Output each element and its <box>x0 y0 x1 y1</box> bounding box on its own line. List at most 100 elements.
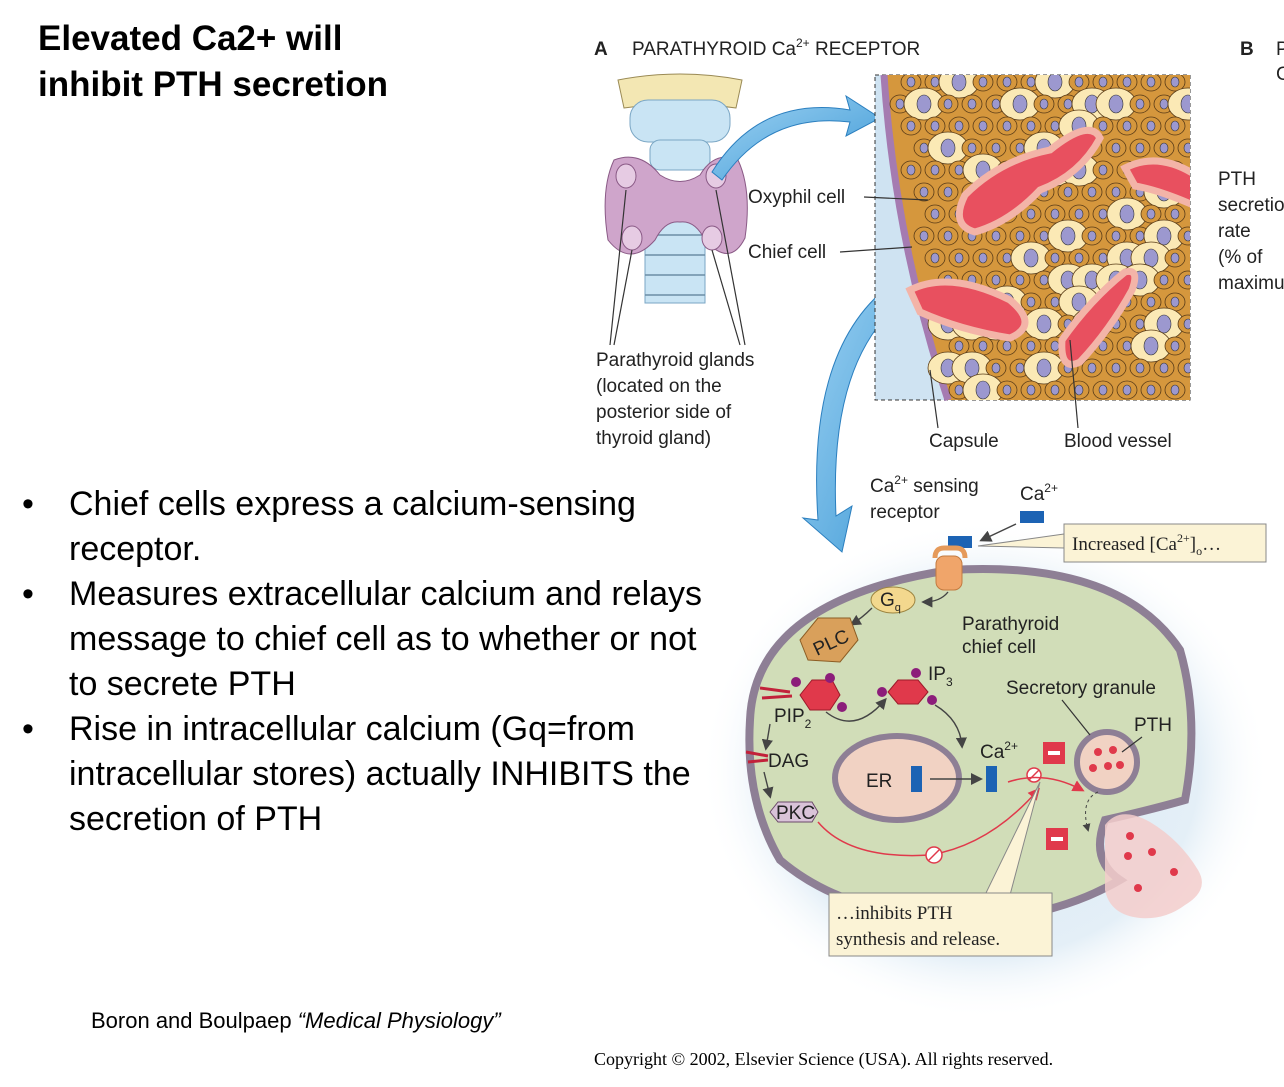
svg-text:…inhibits PTH: …inhibits PTH <box>836 903 953 924</box>
callout-increased-ca: Increased [Ca2+]o… <box>977 523 1267 563</box>
svg-text:Parathyroid glands: Parathyroid glands <box>596 350 754 371</box>
cell-nucleus <box>991 142 1001 154</box>
plc-enzyme: PLC <box>799 617 859 663</box>
cell-nucleus <box>991 230 1001 242</box>
cell-nucleus <box>1135 98 1145 110</box>
cell-nucleus <box>954 120 964 132</box>
cell-nucleus <box>895 98 905 110</box>
cell-nucleus <box>1039 274 1049 286</box>
cell-nucleus <box>1050 384 1060 396</box>
cell-nucleus <box>906 164 916 176</box>
cell-nucleus <box>1050 252 1060 264</box>
svg-text:synthesis and release.: synthesis and release. <box>836 929 1000 950</box>
signal-arrow <box>762 771 774 799</box>
cell-nucleus <box>1159 142 1169 154</box>
exocytosis-release <box>1105 814 1202 919</box>
signal-arrow <box>934 704 967 749</box>
svg-text:thyroid gland): thyroid gland) <box>596 428 711 449</box>
parathyroid-glands-label: Parathyroid glands (located on the poste… <box>596 350 754 449</box>
cell-nucleus <box>1002 252 1012 264</box>
receptor-label: receptor <box>870 502 940 523</box>
slide-title: Elevated Ca2+ will inhibit PTH secretion <box>38 16 388 108</box>
cell-nucleus <box>1146 208 1156 220</box>
cell-nucleus <box>1135 142 1145 154</box>
er-label: ER <box>866 771 892 792</box>
cell-nucleus <box>1122 76 1132 88</box>
cell-nucleus <box>951 75 967 92</box>
cell-nucleus <box>1050 120 1060 132</box>
bullet-dot: • <box>22 575 34 613</box>
ca-ion-icon <box>986 766 997 792</box>
extracellular-ca-label: Ca2+ <box>1020 481 1058 505</box>
cell-nucleus <box>1071 292 1087 312</box>
cell-nucleus <box>1050 208 1060 220</box>
cell-nucleus <box>1183 230 1190 242</box>
cell-nucleus <box>906 120 916 132</box>
cell-nucleus <box>1087 362 1097 374</box>
parathyroid-gland <box>701 225 723 251</box>
pip2-label: PIP2 <box>774 706 812 731</box>
svg-text:Gq: Gq <box>880 590 901 614</box>
cell-nucleus <box>1047 75 1063 92</box>
cell-nucleus <box>1143 336 1159 356</box>
cell-nucleus <box>916 94 932 114</box>
slide-title-line-1: Elevated Ca2+ will <box>38 19 343 58</box>
panel-b-cut-text-1: P <box>1276 39 1284 60</box>
citation-authors: Boron and Boulpaep <box>91 1008 298 1033</box>
ip3-label: IP3 <box>928 664 953 689</box>
cell-nucleus <box>930 208 940 220</box>
cell-nucleus <box>1026 296 1036 308</box>
cell-nucleus <box>1063 98 1073 110</box>
ip3-molecule <box>877 668 937 705</box>
chief-cell-label: Chief cell <box>748 242 826 263</box>
cell-nucleus <box>919 142 929 154</box>
cell-nucleus <box>1074 76 1084 88</box>
cell-nucleus <box>1015 274 1025 286</box>
cell-nucleus <box>1002 384 1012 396</box>
blood-vessel <box>1120 157 1190 208</box>
cell-nucleus <box>1135 318 1145 330</box>
cell-nucleus <box>1111 142 1121 154</box>
cell-nucleus <box>1146 120 1156 132</box>
cell-nucleus <box>967 98 977 110</box>
bullet-text: Chief cells express a calcium-sensing re… <box>69 485 636 568</box>
ca-sensing-receptor <box>932 545 968 591</box>
panel-b-letter: B <box>1240 39 1254 60</box>
svg-text:(% of: (% of <box>1218 247 1263 268</box>
svg-text:PKC: PKC <box>776 803 815 824</box>
cell-nucleus <box>1050 296 1060 308</box>
copyright-notice: Copyright © 2002, Elsevier Science (USA)… <box>594 1049 1054 1069</box>
signal-arrow <box>921 591 949 608</box>
cell-nucleus <box>1074 208 1084 220</box>
chief-cell-name-line-2: chief cell <box>962 637 1036 658</box>
signal-arrow <box>761 723 773 751</box>
cell-nucleus <box>940 138 956 158</box>
cell-nucleus <box>1170 384 1180 396</box>
cell-nucleus <box>1170 340 1180 352</box>
binding-arrow <box>979 523 1017 542</box>
cell-nucleus <box>1002 76 1012 88</box>
svg-text:secretio: secretio <box>1218 195 1284 216</box>
signal-arrow <box>825 697 887 722</box>
cell-nucleus <box>1156 226 1172 246</box>
bullet-text: Rise in intracellular calcium (Gq=from i… <box>69 710 691 838</box>
bullet-text: Measures extracellular calcium and relay… <box>69 575 703 703</box>
cell-nucleus <box>943 230 953 242</box>
cell-nucleus <box>1122 340 1132 352</box>
cell-nucleus <box>991 274 1001 286</box>
ca-inhibition-arrow <box>1007 776 1085 792</box>
cell-nucleus <box>1098 164 1108 176</box>
cell-nucleus <box>1039 230 1049 242</box>
blood-vessel <box>905 278 1029 342</box>
cell-nucleus <box>954 384 964 396</box>
pkc-enzyme: PKC <box>769 801 819 824</box>
cell-nucleus <box>978 252 988 264</box>
cell-nucleus <box>1159 98 1169 110</box>
bullet-item: • Measures extracellular calcium and rela… <box>22 572 712 707</box>
cell-nucleus <box>1015 362 1025 374</box>
cell-nucleus <box>919 230 929 242</box>
blood-vessel-label: Blood vessel <box>1064 431 1172 452</box>
dag-molecule <box>745 750 769 764</box>
bullet-item: •Chief cells express a calcium-sensing r… <box>22 482 712 572</box>
cell-nucleus <box>1098 76 1108 88</box>
